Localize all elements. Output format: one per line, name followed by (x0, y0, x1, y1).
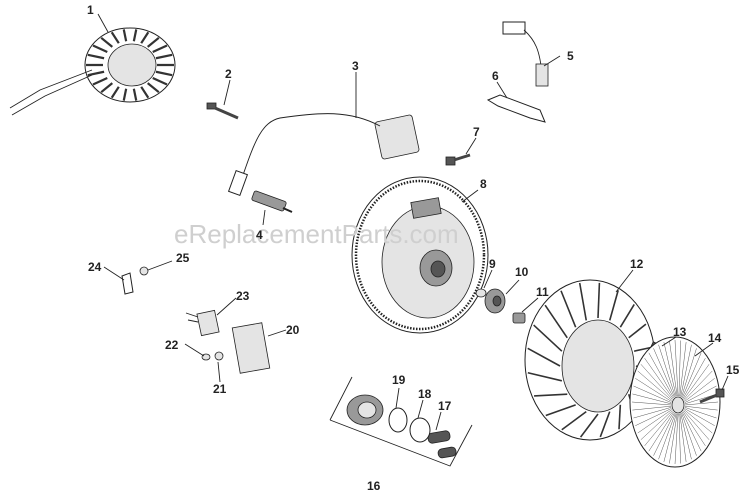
keys[interactable] (427, 430, 457, 459)
callout-14[interactable]: 14 (708, 331, 722, 345)
watermark: eReplacementParts.com (174, 219, 459, 249)
callout-8[interactable]: 8 (480, 177, 487, 191)
callout-2[interactable]: 2 (225, 67, 232, 81)
hub[interactable] (484, 288, 506, 314)
callout-15[interactable]: 15 (726, 363, 740, 377)
callout-24[interactable]: 24 (88, 260, 102, 274)
callout-20[interactable]: 20 (286, 323, 300, 337)
spark-plug[interactable] (251, 190, 293, 213)
callout-12[interactable]: 12 (630, 257, 644, 271)
key-switch-group (329, 376, 473, 467)
nut[interactable] (409, 417, 431, 443)
callout-6[interactable]: 6 (492, 69, 499, 83)
callout-9[interactable]: 9 (489, 257, 496, 271)
stator[interactable] (9, 27, 176, 116)
bracket[interactable] (121, 272, 134, 295)
fan[interactable] (524, 279, 656, 441)
leader-lines (97, 13, 729, 431)
screw[interactable] (214, 351, 224, 361)
callout-22[interactable]: 22 (165, 338, 179, 352)
clip[interactable] (185, 309, 220, 337)
callout-25[interactable]: 25 (176, 251, 190, 265)
callout-3[interactable]: 3 (352, 59, 359, 73)
rectifier[interactable] (231, 322, 271, 374)
flywheel[interactable] (351, 176, 489, 334)
callout-17[interactable]: 17 (438, 399, 452, 413)
key-switch[interactable] (346, 394, 384, 426)
callout-4[interactable]: 4 (256, 228, 263, 242)
screw[interactable] (699, 388, 725, 404)
callout-18[interactable]: 18 (418, 387, 432, 401)
callout-1[interactable]: 1 (87, 3, 94, 17)
callout-13[interactable]: 13 (673, 325, 687, 339)
callout-10[interactable]: 10 (515, 265, 529, 279)
callout-7[interactable]: 7 (473, 125, 480, 139)
bracket[interactable] (486, 94, 546, 123)
callouts: 1 2 3 4 5 6 7 8 9 10 11 12 13 14 15 16 1… (87, 3, 740, 493)
callout-19[interactable]: 19 (392, 373, 406, 387)
sensor-harness[interactable] (502, 21, 549, 87)
washer[interactable] (201, 353, 211, 361)
screw[interactable] (445, 153, 471, 166)
callout-16[interactable]: 16 (367, 479, 381, 493)
ignition-module[interactable] (227, 113, 420, 197)
screw[interactable] (206, 102, 239, 120)
callout-11[interactable]: 11 (536, 285, 549, 299)
callout-23[interactable]: 23 (236, 289, 250, 303)
washer[interactable] (139, 266, 149, 276)
washer[interactable] (475, 288, 487, 298)
callout-5[interactable]: 5 (567, 49, 574, 63)
callout-21[interactable]: 21 (213, 382, 227, 396)
nut[interactable] (512, 312, 526, 324)
grass-screen[interactable] (629, 336, 721, 468)
washer[interactable] (388, 407, 408, 433)
